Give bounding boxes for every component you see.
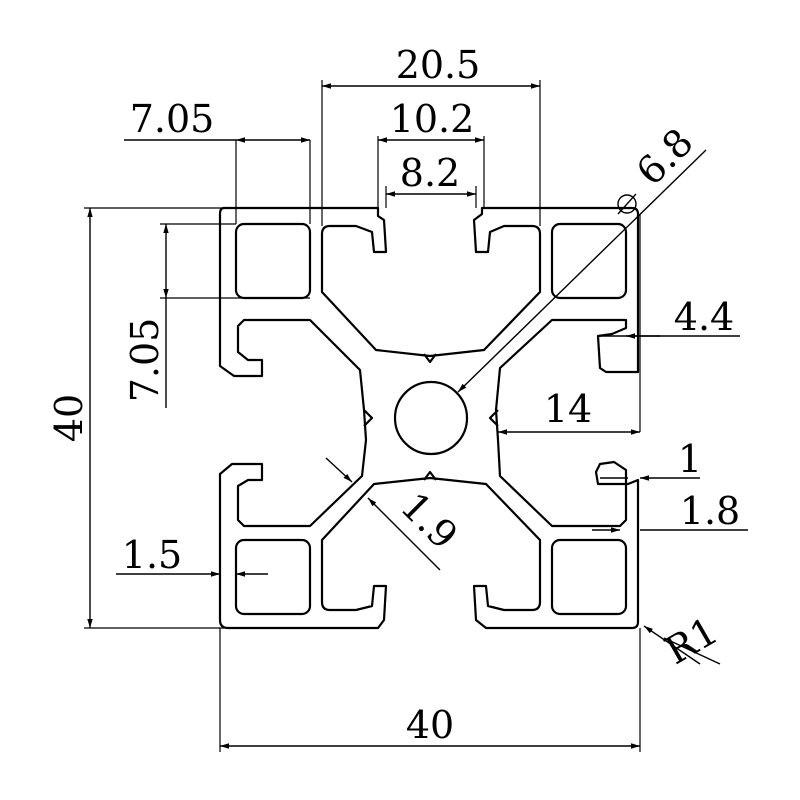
dim-corner-radius: R1 bbox=[658, 608, 726, 673]
extension-lines bbox=[84, 80, 641, 752]
cavity-bottom-left bbox=[234, 538, 312, 616]
dim-height-left: 40 bbox=[47, 394, 91, 442]
dim-slot-inner: 10.2 bbox=[390, 97, 475, 141]
dim-cavity-width: 7.05 bbox=[130, 97, 215, 141]
dim-slot-to-center: 14 bbox=[544, 387, 592, 431]
dim-center-hole: 6.8 bbox=[628, 120, 702, 194]
dim-lip-thickness: 1 bbox=[678, 437, 702, 481]
cavity-top-left bbox=[234, 222, 312, 300]
dim-web-thickness: 1.9 bbox=[392, 484, 466, 558]
dim-slot-depth-side: 4.4 bbox=[674, 295, 734, 339]
dimension-lines bbox=[87, 83, 748, 749]
notch-top bbox=[423, 353, 437, 364]
dim-slot-opening: 8.2 bbox=[400, 151, 460, 195]
diameter-symbol bbox=[617, 194, 637, 214]
cavity-bottom-right bbox=[550, 538, 628, 616]
dim-cavity-height: 7.05 bbox=[123, 318, 167, 403]
cavity-top-right bbox=[550, 222, 628, 300]
outer-contour bbox=[218, 206, 640, 630]
notch-right bbox=[488, 409, 499, 427]
dim-slot-outer: 20.5 bbox=[396, 43, 481, 87]
dimension-labels: 40 40 20.5 10.2 8.2 7.05 7.05 6.8 4.4 14… bbox=[47, 43, 740, 747]
dim-wall-thickness: 1.5 bbox=[122, 533, 182, 577]
dim-lip-depth: 1.8 bbox=[680, 489, 740, 533]
notch-bottom bbox=[423, 470, 437, 481]
notch-left bbox=[363, 409, 374, 427]
center-hole bbox=[393, 380, 469, 456]
dim-width-bottom: 40 bbox=[406, 703, 454, 747]
